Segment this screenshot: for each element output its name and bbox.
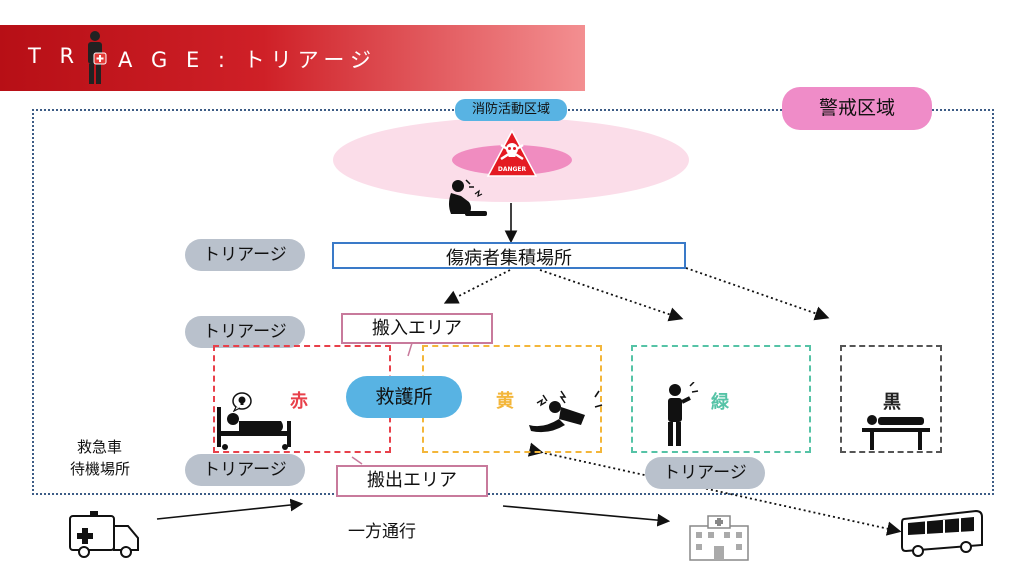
collection-point-box — [332, 242, 686, 269]
one-way-label: 一方通行 — [348, 522, 416, 542]
arrow-to-black — [685, 267, 830, 321]
triage-label-entry: トリアージ — [185, 316, 305, 348]
header-title-part1: T R — [28, 44, 81, 68]
exit-area-label: 搬出エリア — [336, 465, 488, 497]
standing-person-icon — [660, 381, 700, 452]
ambulance-standby-line1: 救急車 — [77, 438, 123, 456]
black-area-box — [840, 345, 942, 453]
arrow-to-hospital — [502, 505, 671, 527]
arrow-ambulance-out — [156, 498, 304, 520]
arrow-to-yellow — [443, 269, 511, 304]
firefighter-icon — [80, 29, 110, 91]
fire-zone-label: 消防活動区域 — [455, 99, 567, 121]
stretcher-icon — [860, 410, 932, 456]
arrow-to-green — [539, 269, 684, 322]
ambulance-standby-line2: 待機場所 — [70, 460, 131, 478]
rescue-station-label: 救護所 — [346, 376, 462, 418]
collapsed-person-icon — [523, 385, 603, 449]
skull-speech-icon — [231, 392, 253, 416]
black-category-label: 黒 — [883, 392, 901, 413]
yellow-category-label: 黄 — [496, 391, 514, 412]
exit-pointer — [351, 456, 363, 465]
triage-label-exit: トリアージ — [185, 454, 305, 486]
green-category-label: 緑 — [711, 392, 729, 413]
bus-route-line — [527, 442, 902, 536]
alert-zone-label: 警戒区域 — [782, 87, 932, 130]
danger-sign-text: DANGER — [497, 166, 527, 173]
entry-area-label: 搬入エリア — [341, 313, 493, 344]
ambulance-icon — [68, 510, 140, 564]
hospital-bed-icon — [215, 405, 295, 455]
entry-pointer — [407, 342, 413, 357]
triage-label-collection: トリアージ — [185, 239, 305, 271]
injured-person-icon — [443, 178, 489, 224]
danger-sign-icon — [486, 129, 538, 183]
collection-point-label: 傷病者集積場所 — [446, 248, 572, 269]
header-title-part2: A G E : トリアージ — [118, 48, 378, 72]
red-category-label: 赤 — [290, 391, 308, 412]
hospital-icon — [688, 512, 750, 566]
bus-icon — [900, 507, 986, 563]
green-area-box — [631, 345, 811, 453]
triage-label-bus: トリアージ — [645, 457, 765, 489]
